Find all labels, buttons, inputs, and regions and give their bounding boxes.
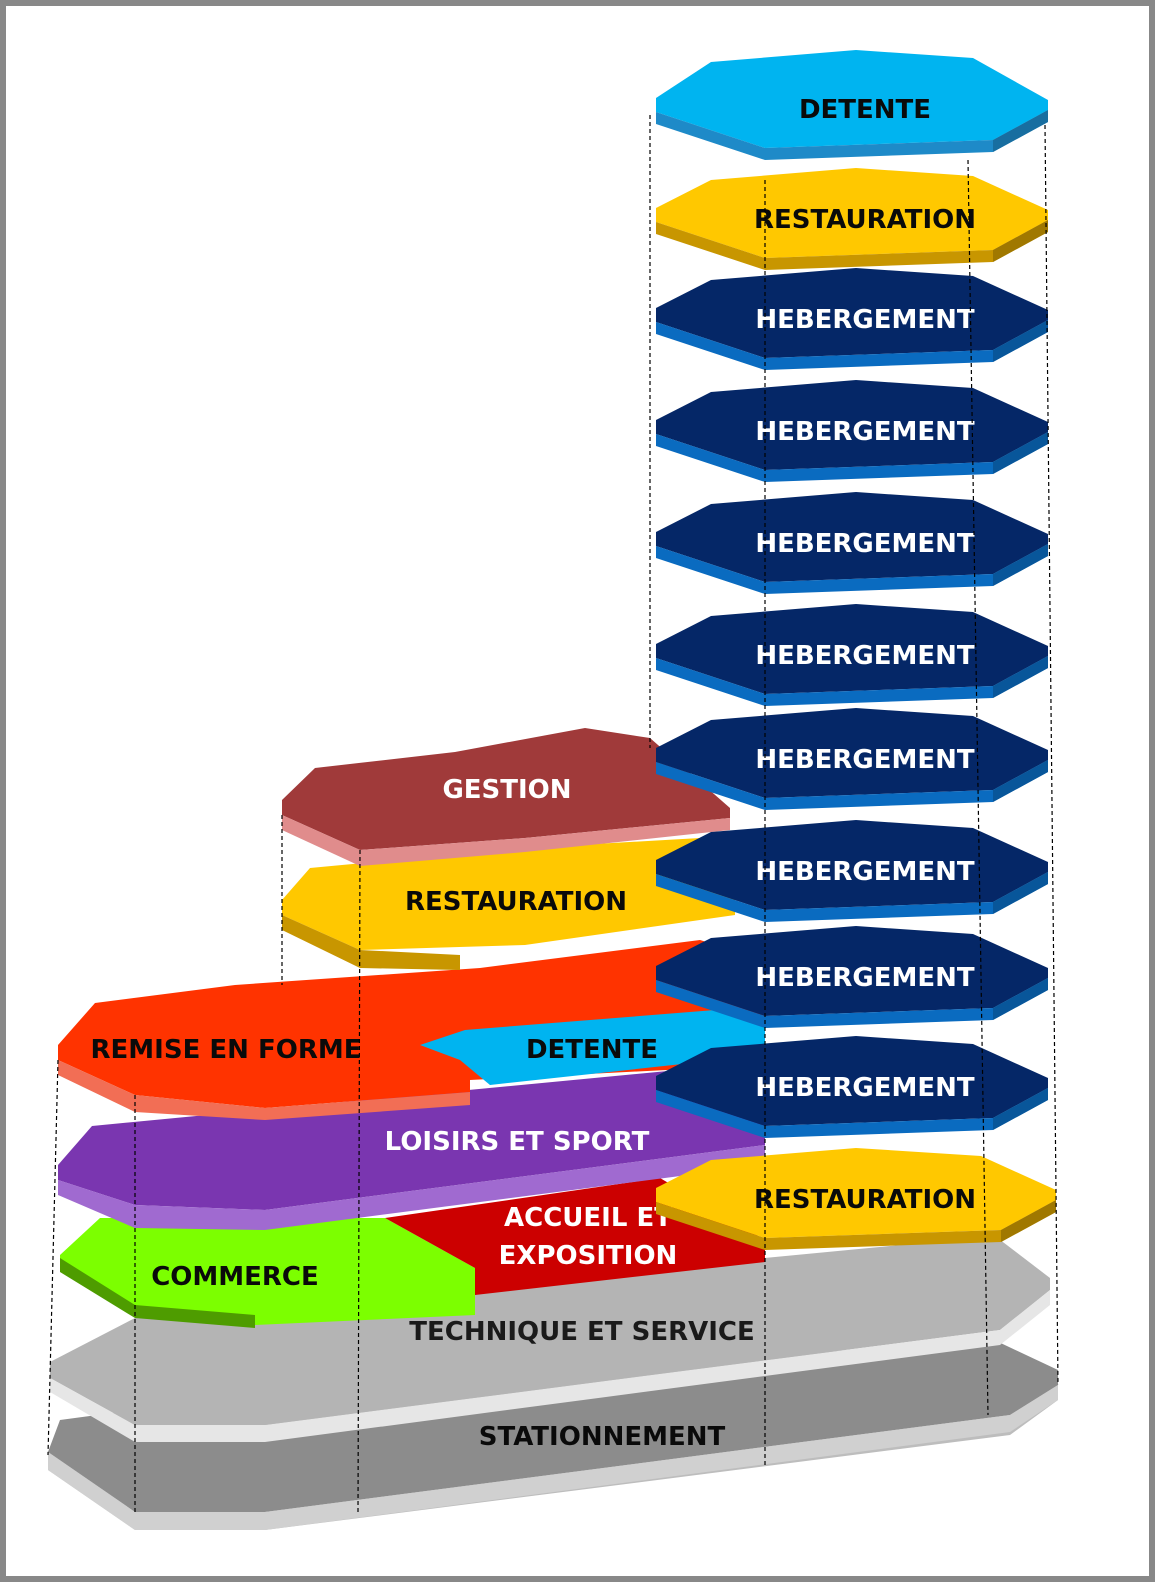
tower-floor-edge bbox=[656, 872, 1048, 922]
tower-floor-edge bbox=[656, 544, 1048, 594]
tower-floor-5: HEBERGEMENT bbox=[656, 492, 1048, 594]
label-technique-service: TECHNIQUE ET SERVICE bbox=[409, 1317, 755, 1347]
tower-floor-face bbox=[656, 708, 1048, 798]
tower-floor-label: HEBERGEMENT bbox=[755, 417, 975, 447]
tower-floor-face bbox=[656, 268, 1048, 358]
tower-floor-label: HEBERGEMENT bbox=[755, 641, 975, 671]
tower-floor-edge bbox=[656, 432, 1048, 482]
tower-floor-side bbox=[993, 544, 1048, 586]
tower-floor-side bbox=[1001, 1200, 1056, 1242]
tower-floor-side bbox=[993, 320, 1048, 362]
tower-floor-label: HEBERGEMENT bbox=[755, 745, 975, 775]
tower-floor-9: HEBERGEMENT bbox=[656, 926, 1048, 1028]
tower-floor-side bbox=[993, 432, 1048, 474]
tower-floor-8: HEBERGEMENT bbox=[656, 820, 1048, 922]
tower-floor-edge bbox=[656, 656, 1048, 706]
tower-floor-10: HEBERGEMENT bbox=[656, 1036, 1048, 1138]
label-commerce: COMMERCE bbox=[151, 1262, 319, 1292]
label-accueil-line2: EXPOSITION bbox=[499, 1241, 678, 1271]
tower-floor-label: RESTAURATION bbox=[754, 1185, 976, 1215]
tower-floor-3: HEBERGEMENT bbox=[656, 268, 1048, 370]
tower: RESTAURATION HEBERGEMENT HEBERGEMENT HEBERG… bbox=[656, 50, 1056, 1250]
tower-floor-face bbox=[656, 492, 1048, 582]
tower-floor-edge bbox=[656, 320, 1048, 370]
tower-floor-side bbox=[993, 760, 1048, 802]
tower-floor-1: DETENTE bbox=[656, 50, 1048, 160]
floor-remise-forme: REMISE EN FORME DETENTE bbox=[58, 940, 765, 1120]
tower-floor-edge bbox=[656, 220, 1048, 270]
label-detente-podium: DETENTE bbox=[526, 1035, 658, 1065]
tower-floor-4: HEBERGEMENT bbox=[656, 380, 1048, 482]
tower-floor-11: RESTAURATION bbox=[656, 1148, 1056, 1250]
tower-floor-7: HEBERGEMENT bbox=[656, 708, 1048, 810]
label-loisirs-sport: LOISIRS ET SPORT bbox=[385, 1127, 650, 1157]
tower-floor-face bbox=[656, 1036, 1048, 1126]
tower-floor-side bbox=[993, 220, 1048, 262]
tower-floor-face bbox=[656, 1148, 1056, 1238]
tower-floor-face bbox=[656, 380, 1048, 470]
tower-floor-face bbox=[656, 820, 1048, 910]
tower-floor-label: HEBERGEMENT bbox=[755, 963, 975, 993]
tower-floor-6: HEBERGEMENT bbox=[656, 604, 1048, 706]
tower-floor-face bbox=[656, 50, 1048, 148]
label-gestion: GESTION bbox=[442, 775, 571, 805]
tower-floor-side bbox=[993, 1088, 1048, 1130]
tower-floor-side bbox=[993, 872, 1048, 914]
floor-gestion: GESTION bbox=[282, 728, 730, 866]
tower-floor-edge bbox=[656, 760, 1048, 810]
tower-floor-label: RESTAURATION bbox=[754, 205, 976, 235]
tower-floor-face bbox=[656, 926, 1048, 1016]
label-remise-en-forme: REMISE EN FORME bbox=[91, 1035, 362, 1065]
tower-floor-side bbox=[993, 110, 1048, 152]
tower-floor-label: HEBERGEMENT bbox=[755, 529, 975, 559]
floor-restauration-mid: RESTAURATION bbox=[282, 838, 735, 970]
tower-floor-label: HEBERGEMENT bbox=[755, 1073, 975, 1103]
guide-lines bbox=[47, 115, 1059, 1513]
label-accueil-line1: ACCUEIL ET bbox=[504, 1203, 672, 1233]
tower-floor-edge bbox=[656, 1200, 1056, 1250]
tower-floor-label: HEBERGEMENT bbox=[755, 305, 975, 335]
tower-floor-label: HEBERGEMENT bbox=[755, 857, 975, 887]
floor-technique-service: TECHNIQUE ET SERVICE bbox=[50, 1236, 1050, 1442]
tower-floor-face bbox=[656, 604, 1048, 694]
tower-floor-edge bbox=[656, 110, 1048, 160]
floor-stationnement: STATIONNEMENT bbox=[48, 1338, 1058, 1530]
tower-floor-2: RESTAURATION bbox=[656, 168, 1048, 270]
label-restauration-mid: RESTAURATION bbox=[405, 887, 627, 917]
tower-floor-side bbox=[993, 656, 1048, 698]
floor-commerce-accueil: COMMERCE ACCUEIL ET EXPOSITION bbox=[60, 1178, 765, 1328]
label-stationnement: STATIONNEMENT bbox=[479, 1422, 726, 1452]
tower-floor-label: DETENTE bbox=[799, 95, 931, 125]
tower-floor-edge bbox=[656, 1088, 1048, 1138]
tower-floor-face bbox=[656, 168, 1048, 258]
floor-loisirs-sport: LOISIRS ET SPORT bbox=[58, 1066, 765, 1230]
tower-floor-side bbox=[993, 978, 1048, 1020]
tower-floor-edge bbox=[656, 978, 1048, 1028]
